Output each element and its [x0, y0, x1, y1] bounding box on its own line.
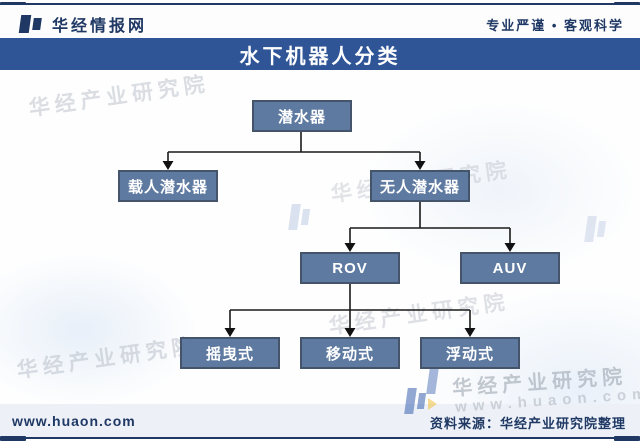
node-floating-type: 浮动式 — [420, 337, 520, 369]
bottom-rule-left-cap — [0, 436, 26, 441]
watermark-yellow-accent — [428, 398, 437, 410]
header-bar: 华经情报网 专业严谨 • 客观科学 — [0, 5, 640, 38]
footer-bar: www.huaon.com 资料来源：华经产业研究院整理 — [0, 404, 640, 437]
huajing-logo-icon — [18, 14, 44, 34]
node-unmanned-submersible: 无人潜水器 — [370, 170, 470, 202]
title-banner: 水下机器人分类 — [0, 38, 640, 70]
top-rule-right-cap — [614, 2, 640, 7]
top-rule-left-cap — [0, 2, 26, 7]
node-manned-submersible: 载人潜水器 — [118, 170, 218, 202]
node-auv: AUV — [460, 252, 560, 284]
header-tagline: 专业严谨 • 客观科学 — [486, 18, 624, 33]
bottom-rule-right-cap — [614, 436, 640, 441]
brand-name: 华经情报网 — [52, 18, 148, 35]
tree-connectors — [162, 131, 516, 337]
footer-website: www.huaon.com — [12, 413, 136, 429]
node-towed-type: 摇曳式 — [180, 337, 280, 369]
node-mobile-type: 移动式 — [300, 337, 400, 369]
footer-source: 资料来源：华经产业研究院整理 — [429, 416, 626, 431]
bottom-rule — [0, 437, 640, 439]
page-title: 水下机器人分类 — [239, 45, 401, 68]
brand: 华经情报网 — [18, 12, 147, 36]
node-submersible: 潜水器 — [252, 100, 352, 132]
node-rov: ROV — [300, 252, 400, 284]
diagram-canvas: 华经产业研究院 华经产业研究院 华经产业研究院 华经产业研究院 华经产业研究院 … — [0, 70, 640, 416]
top-rule — [0, 3, 640, 5]
